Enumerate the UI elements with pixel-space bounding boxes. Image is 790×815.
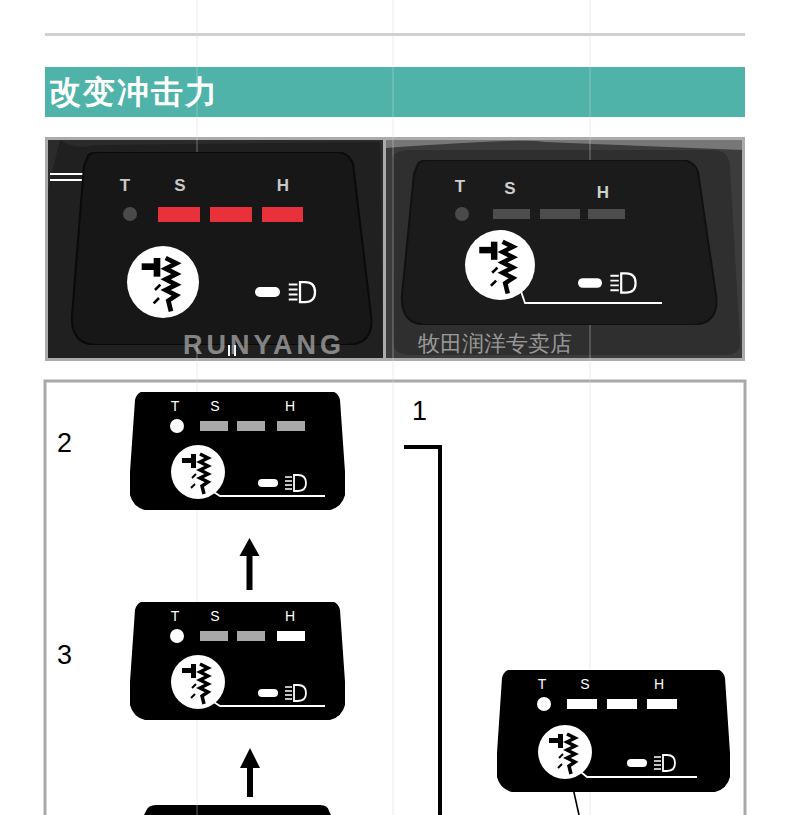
panel-outline <box>400 160 720 325</box>
led-bar <box>200 421 228 431</box>
mode-letter: S <box>174 177 185 194</box>
mode-dot <box>537 697 551 711</box>
mode-dot <box>123 207 137 221</box>
panel-shape <box>72 152 372 345</box>
title-band <box>45 67 745 117</box>
mode-letter: T <box>538 677 547 691</box>
callout-number: 1 <box>412 398 427 425</box>
photo-panel: TSH <box>70 152 375 345</box>
led-bar <box>588 209 625 219</box>
impact-button <box>127 246 199 318</box>
led-bar <box>277 631 305 641</box>
led-bar <box>237 631 265 641</box>
mode-letter: H <box>277 177 289 194</box>
mode-dot <box>170 629 184 643</box>
light-symbol <box>258 685 306 701</box>
impact-symbol <box>479 242 513 294</box>
grid-line <box>393 0 394 815</box>
photo-right-housing <box>386 141 742 358</box>
mode-letter: T <box>171 399 180 413</box>
impact-symbol <box>549 734 575 774</box>
led-bar <box>647 699 677 709</box>
mode-letter: T <box>120 177 130 194</box>
mode-dot <box>170 419 184 433</box>
led-bar <box>567 699 597 709</box>
photo-left <box>48 140 383 358</box>
mode-letter: H <box>285 609 295 623</box>
led-bar <box>493 209 530 219</box>
panel-outline <box>130 392 345 510</box>
watermark: 牧田润洋专卖店 <box>418 333 572 355</box>
callout-number: 2 <box>57 430 72 457</box>
light-symbol <box>258 475 306 491</box>
flow-arrow <box>240 538 260 590</box>
display-panel: TSH <box>497 670 730 792</box>
underline <box>521 291 662 303</box>
callout-number: 3 <box>57 642 72 669</box>
display-panel: TSH <box>130 392 345 510</box>
led-bar <box>540 209 580 219</box>
panel-outline <box>497 670 730 792</box>
mode-dot <box>455 207 469 221</box>
section-title: 改变冲击力 <box>49 73 219 111</box>
led-bar <box>277 421 305 431</box>
panel-outline <box>130 602 345 720</box>
impact-button <box>465 230 535 300</box>
underline <box>214 492 325 496</box>
panel-shape <box>130 602 345 720</box>
arrow-shaft <box>247 765 253 797</box>
photo-left-housing <box>48 140 383 358</box>
photo-right <box>386 140 742 358</box>
impact-button <box>538 725 592 779</box>
mode-letter: S <box>210 609 219 623</box>
light-symbol <box>578 273 636 292</box>
underline <box>581 772 697 777</box>
impact-symbol <box>182 454 208 494</box>
photo-right-bezel <box>392 150 740 355</box>
mode-letter: T <box>455 178 465 195</box>
led-bar <box>158 207 200 222</box>
mode-letter: H <box>285 399 295 413</box>
panel-shape <box>402 160 717 325</box>
panel-shape <box>497 670 730 792</box>
display-panel: TSH <box>130 602 345 720</box>
led-bar <box>262 207 303 222</box>
underline <box>214 702 325 706</box>
mode-letter: S <box>504 180 515 197</box>
panel-outline <box>70 152 375 345</box>
mode-letter: S <box>210 399 219 413</box>
watermark: RUNYANG <box>183 332 345 359</box>
led-bar <box>210 207 252 222</box>
photo-panel: TSH <box>400 160 720 325</box>
mode-letter: T <box>171 609 180 623</box>
impact-button <box>171 655 225 709</box>
light-symbol <box>255 282 315 302</box>
led-bar <box>237 421 265 431</box>
led-bar <box>200 631 228 641</box>
panel-cut-off <box>144 805 331 815</box>
led-bar <box>607 699 637 709</box>
mode-letter: S <box>580 677 589 691</box>
figure-frame <box>45 381 745 815</box>
light-symbol <box>627 755 675 771</box>
bracket-line <box>404 447 440 815</box>
rule-line <box>45 33 745 36</box>
panel-shape <box>130 392 345 510</box>
impact-button <box>171 445 225 499</box>
impact-symbol <box>182 664 208 704</box>
arrow-head <box>240 748 260 768</box>
mode-letter: H <box>597 184 609 201</box>
mode-letter: H <box>654 677 664 691</box>
impact-symbol <box>142 258 177 311</box>
photo-frame <box>45 137 745 361</box>
